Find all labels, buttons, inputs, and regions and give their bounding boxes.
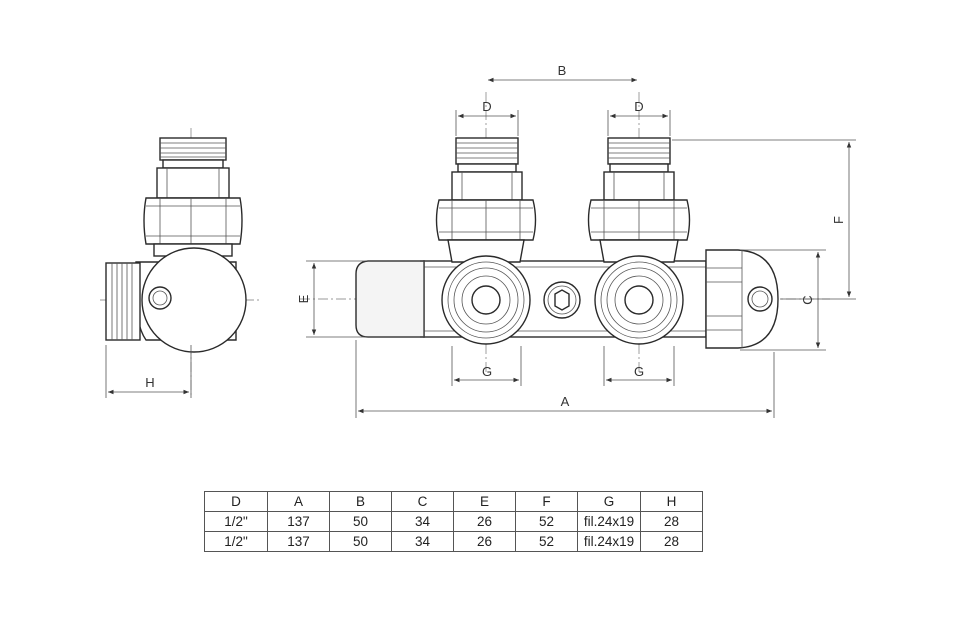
table-row: 1/2" 137 50 34 26 52 fil.24x19 28 [204,531,703,552]
dimensions-table: D A B C E F G H 1/2" 137 50 34 26 52 fil… [204,491,703,552]
side-hex-nut [143,197,243,245]
cell-g: fil.24x19 [577,511,641,532]
cell-d: 1/2" [204,531,268,552]
dimension-a [355,340,775,418]
label-e: E [296,294,311,303]
dimension-d-right [607,110,671,136]
dimension-g-left [451,346,522,386]
cell-c: 34 [391,511,454,532]
label-b: B [558,63,567,78]
header-f: F [515,491,578,512]
table-header-row: D A B C E F G H [204,491,703,512]
side-view [100,128,262,398]
header-h: H [640,491,703,512]
cell-e: 26 [453,531,516,552]
header-d: D [204,491,268,512]
cell-h: 28 [640,531,703,552]
left-connection [435,137,537,345]
dimension-e [306,260,420,338]
cell-c: 34 [391,531,454,552]
dimension-h [105,345,192,398]
front-view [300,77,856,418]
label-d-left: D [482,99,491,114]
center-plug [543,281,581,319]
cell-h: 28 [640,511,703,532]
side-left-thread [105,262,141,341]
header-b: B [329,491,392,512]
label-f: F [831,216,846,224]
cell-b: 50 [329,531,392,552]
label-g-left: G [482,364,492,379]
label-d-right: D [634,99,643,114]
table-row: 1/2" 137 50 34 26 52 fil.24x19 28 [204,511,703,532]
cell-b: 50 [329,511,392,532]
left-end-cap [355,260,425,338]
label-g-right: G [634,364,644,379]
header-g: G [577,491,641,512]
dimension-c [740,249,826,351]
right-end-cap [705,249,779,349]
label-a: A [561,394,570,409]
dimension-d-left [455,110,519,136]
header-c: C [391,491,454,512]
cell-e: 26 [453,511,516,532]
cell-d: 1/2" [204,511,268,532]
header-e: E [453,491,516,512]
right-connection [587,137,691,345]
side-top-thread [156,137,230,199]
cell-f: 52 [515,511,578,532]
cell-g: fil.24x19 [577,531,641,552]
cell-a: 137 [267,531,330,552]
side-body [134,247,247,353]
label-c: C [800,295,815,304]
cell-a: 137 [267,511,330,532]
dimension-g-right [603,346,675,386]
header-a: A [267,491,330,512]
label-h: H [145,375,154,390]
cell-f: 52 [515,531,578,552]
